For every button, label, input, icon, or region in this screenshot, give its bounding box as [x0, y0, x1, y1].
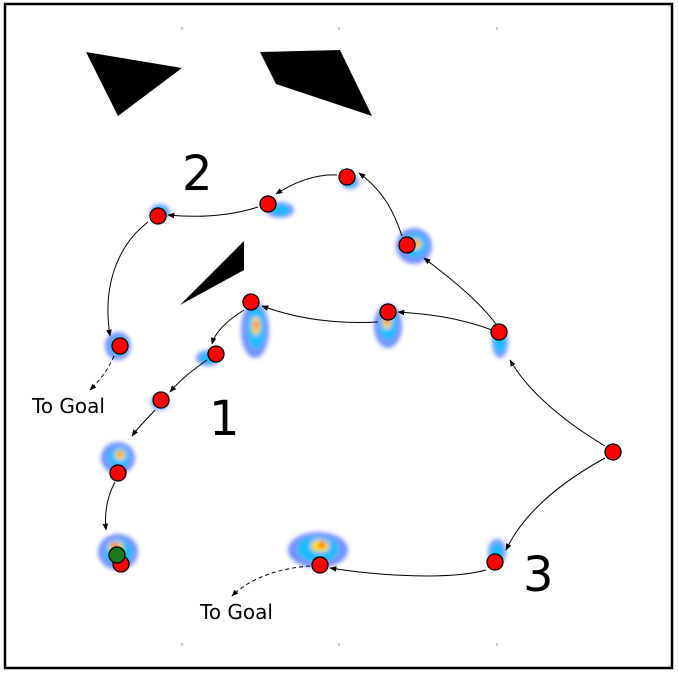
heat-cluster-13 [288, 532, 348, 568]
obstacle-small-triangle [180, 241, 244, 305]
node-r2-c [259, 195, 277, 213]
edge-r3-b-to-goal [231, 565, 311, 597]
tick-marks [181, 27, 498, 646]
edge-r1-c-to-r1-d [169, 359, 208, 393]
node-r2-e [111, 337, 129, 355]
route-label-2: 2 [182, 146, 213, 202]
node-r1-b [242, 293, 260, 311]
edge-r1-e-to-r1-f [102, 481, 116, 531]
node-junction [490, 323, 508, 341]
node-r1-e [109, 464, 127, 482]
edge-r2-a-to-r2-b [358, 172, 403, 237]
edge-r2-b-to-r2-c [275, 174, 338, 195]
edge-junction-to-r2-a [423, 257, 497, 325]
route-label-3: 3 [523, 547, 554, 603]
obstacles [86, 50, 372, 305]
node-r1-g-start [108, 546, 126, 564]
edge-r1-b-to-r1-c [210, 309, 245, 345]
goal-label-bottom: To Goal [199, 600, 273, 624]
edge-r2-c-to-r2-d [167, 206, 259, 219]
node-r3-b [311, 556, 329, 574]
trajectory-nodes [108, 168, 622, 574]
node-r2-a [398, 236, 416, 254]
edge-start-to-junction [509, 359, 606, 447]
edge-r1-a-to-r1-b [261, 305, 379, 323]
edge-start-to-r3-a [505, 457, 606, 551]
edge-r2-e-to-goal [89, 355, 115, 391]
edge-junction-to-r1-a [397, 309, 493, 331]
node-start [604, 443, 622, 461]
edge-r3-a-to-r3-b [329, 566, 487, 577]
node-r1-c [207, 345, 225, 363]
edge-r2-d-to-r2-e [106, 221, 149, 337]
trajectory-edges [89, 172, 606, 597]
obstacle-left-triangle [86, 52, 182, 116]
node-r2-b [338, 168, 356, 186]
heat-cluster-5 [241, 302, 269, 358]
obstacle-quad [260, 50, 372, 116]
route-label-1: 1 [209, 391, 240, 447]
heat-cluster-2 [101, 442, 135, 474]
node-r2-d [149, 207, 167, 225]
node-r3-a [486, 553, 504, 571]
edge-r1-d-to-r1-e [131, 409, 156, 437]
goal-label-left: To Goal [31, 394, 105, 418]
node-r1-d [152, 391, 170, 409]
node-r1-a [379, 303, 397, 321]
